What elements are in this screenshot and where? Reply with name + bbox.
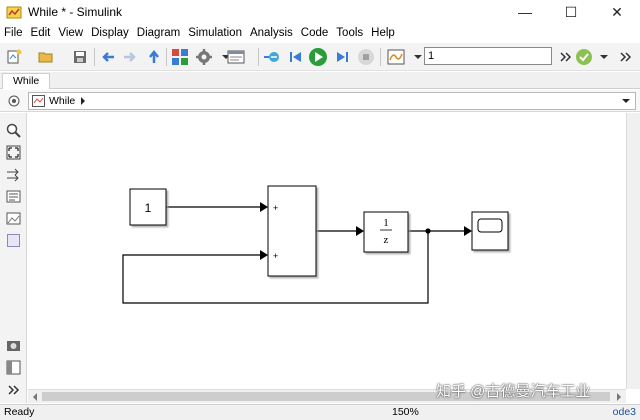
up-icon[interactable] [144,47,164,67]
arrowheads [260,202,472,260]
toolbar [0,43,640,71]
image-icon[interactable] [5,210,22,227]
sum-sign-2: + [273,251,278,261]
maximize-button[interactable]: ☐ [564,3,578,20]
menu-file[interactable]: File [4,27,23,39]
menu-edit[interactable]: Edit [30,27,51,39]
model-settings-icon[interactable] [194,47,214,67]
menu-simulation[interactable]: Simulation [188,27,242,39]
sum-sign-1: + [273,203,278,213]
palette [0,113,27,403]
menu-view[interactable]: View [58,27,84,39]
model-browser-icon[interactable] [5,359,22,376]
arrow-direction-icon[interactable] [5,166,22,183]
status-bar: Ready 150% ode3 [0,404,640,420]
sum-block[interactable]: + + [267,185,317,277]
signal-lines[interactable] [122,206,464,304]
forward-icon[interactable] [120,47,140,67]
minimize-button[interactable]: — [518,4,532,20]
open-folder-icon[interactable] [36,47,56,67]
chevron-down-icon[interactable] [621,94,631,108]
scrollbar-thumb[interactable] [42,392,610,401]
stop-time-input[interactable] [424,47,552,65]
save-icon[interactable] [70,47,90,67]
screenshot-icon[interactable] [5,337,22,354]
area-icon[interactable] [5,232,22,249]
status-zoom: 150% [392,406,419,418]
scroll-right-icon[interactable] [615,393,623,401]
chevron-down-icon[interactable] [408,47,428,67]
model-canvas[interactable]: 1 + + 1 z [28,113,626,389]
scope-icon[interactable] [386,47,406,67]
model-explorer-icon[interactable] [226,47,246,67]
constant-block[interactable]: 1 [129,188,167,226]
simulink-app-icon [6,6,22,19]
menu-diagram[interactable]: Diagram [136,27,181,39]
scope-block[interactable] [471,211,509,251]
overflow-menu-icon[interactable] [616,47,636,67]
horizontal-scrollbar[interactable] [28,389,626,403]
step-forward-icon[interactable] [332,47,352,67]
status-ready: Ready [4,406,35,418]
menu-analysis[interactable]: Analysis [249,27,293,39]
signal-log-icon[interactable] [262,47,282,67]
hide-palette-icon[interactable] [5,92,22,109]
breadcrumb: While [28,92,636,110]
new-model-icon[interactable] [4,47,24,67]
title-bar: While * - Simulink — ☐ ✕ [0,0,640,24]
chevron-right-icon[interactable] [79,97,87,105]
more-icon[interactable] [556,47,576,67]
window-title: While * - Simulink [28,5,123,19]
branch-point [425,228,431,234]
model-icon [32,95,45,107]
zoom-icon[interactable] [5,122,22,139]
annotation-icon[interactable] [5,188,22,205]
tab-while[interactable]: While [2,73,51,89]
fit-view-icon[interactable] [5,144,22,161]
run-icon[interactable] [308,47,328,67]
vertical-scrollbar[interactable] [626,113,640,389]
tab-strip: While [0,72,640,89]
delay-denominator: z [384,234,389,246]
constant-value: 1 [145,201,152,215]
stop-icon[interactable] [356,47,376,67]
address-bar: While [0,90,640,112]
menu-bar: File Edit View Display Diagram Simulatio… [0,24,640,42]
breadcrumb-model[interactable]: While [49,95,76,107]
chevron-down-icon[interactable] [594,47,614,67]
menu-display[interactable]: Display [91,27,129,39]
scroll-left-icon[interactable] [31,393,39,401]
scope-screen-icon [477,218,503,233]
unit-delay-block[interactable]: 1 z [363,211,409,253]
delay-numerator: 1 [383,217,389,229]
status-solver[interactable]: ode3 [612,406,636,418]
check-icon[interactable] [574,47,594,67]
expand-icon[interactable] [5,381,22,398]
watermark: 知乎 @古德曼汽车工业 [436,383,591,400]
menu-tools[interactable]: Tools [336,27,364,39]
menu-code[interactable]: Code [300,27,329,39]
library-browser-icon[interactable] [170,47,190,67]
back-icon[interactable] [98,47,118,67]
menu-help[interactable]: Help [371,27,395,39]
step-back-icon[interactable] [286,47,306,67]
close-button[interactable]: ✕ [611,3,623,20]
